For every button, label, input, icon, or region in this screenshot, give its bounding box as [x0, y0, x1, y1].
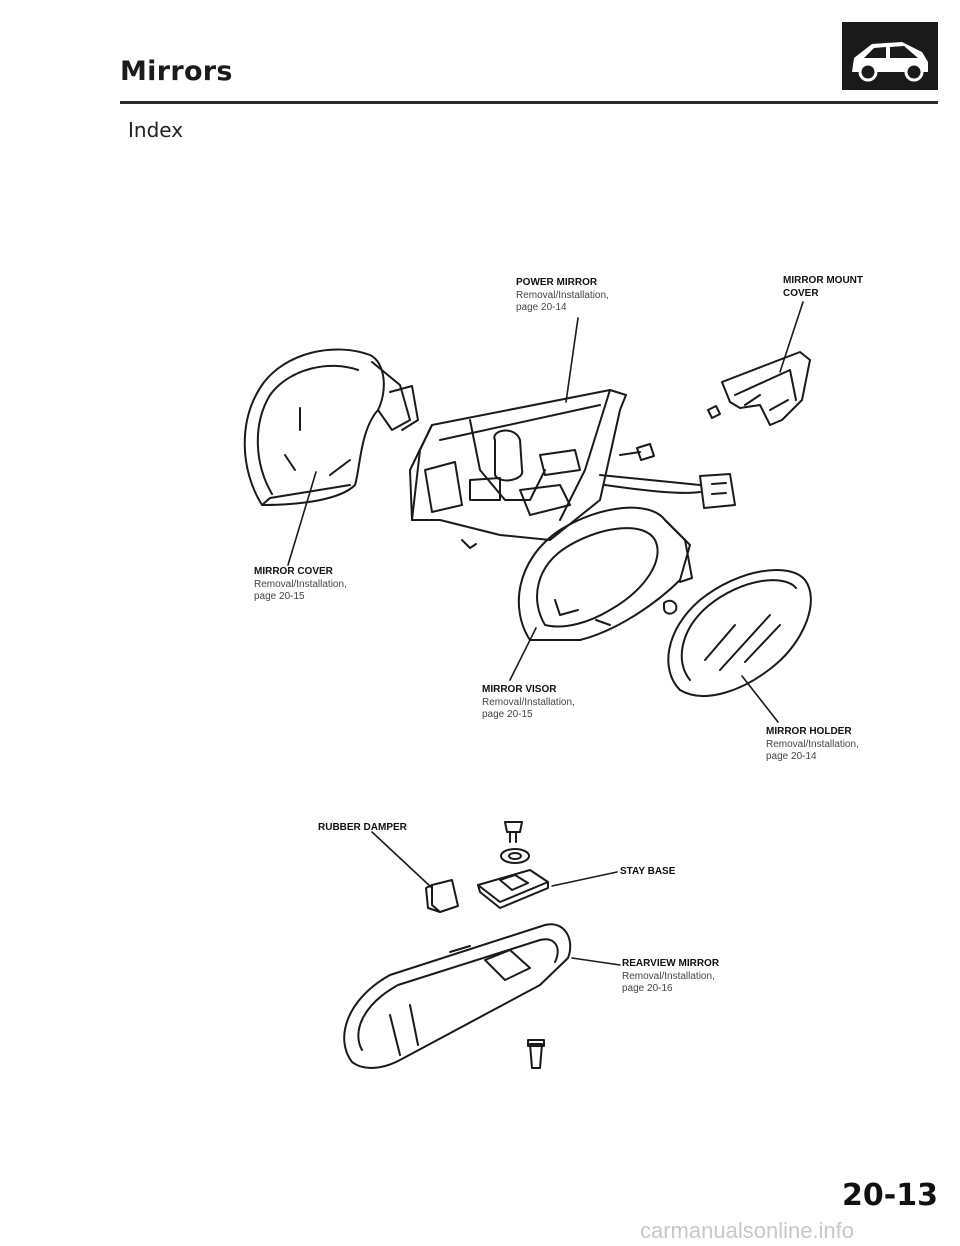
callout-rubber-damper: RUBBER DAMPER: [318, 822, 407, 835]
watermark-text: carmanualsonline.info: [640, 1218, 855, 1243]
page-title: Mirrors: [120, 56, 233, 87]
power-mirror-part: [409, 389, 736, 549]
callout-name: POWER MIRROR: [516, 277, 598, 288]
callout-line: Removal/Installation,: [254, 578, 347, 590]
callout-line: Removal/Installation,: [516, 289, 609, 301]
callout-rearview-mirror: REARVIEW MIRROR Removal/Installation, pa…: [622, 958, 719, 996]
mirror-visor-part: [517, 506, 693, 641]
callout-line: Removal/Installation,: [622, 970, 715, 982]
callout-stay-base: STAY BASE: [620, 866, 675, 879]
stay-base-part: [477, 821, 549, 909]
mirror-holder-part: [667, 569, 812, 697]
callout-name: MIRROR HOLDER: [766, 726, 852, 737]
callout-name: MIRROR COVER: [254, 566, 333, 577]
callout-name: MIRROR MOUNT: [783, 275, 863, 286]
leader-lines: [287, 301, 804, 966]
car-icon: [842, 22, 938, 90]
callout-page-ref: page 20-14: [516, 302, 567, 313]
callout-name: MIRROR VISOR: [482, 684, 557, 695]
callout-page-ref: page 20-15: [254, 591, 305, 602]
callout-line: Removal/Installation,: [766, 738, 859, 750]
callout-name: STAY BASE: [620, 866, 676, 877]
section-subtitle: Index: [128, 118, 184, 142]
callout-line: Removal/Installation,: [482, 696, 575, 708]
mirror-mount-cover-part: [707, 351, 811, 426]
callout-name: RUBBER DAMPER: [318, 822, 407, 833]
callout-mirror-visor: MIRROR VISOR Removal/Installation, page …: [482, 684, 575, 722]
callout-power-mirror: POWER MIRROR Removal/Installation, page …: [516, 277, 609, 315]
callout-mirror-mount-cover: MIRROR MOUNT COVER: [783, 275, 863, 300]
header-rule: [120, 101, 938, 104]
callout-page-ref: page 20-16: [622, 983, 673, 994]
mirror-cover-part: [243, 348, 419, 506]
page-number: 20-13: [842, 1178, 938, 1213]
callout-name: REARVIEW MIRROR: [622, 958, 720, 969]
callout-mirror-holder: MIRROR HOLDER Removal/Installation, page…: [766, 726, 859, 764]
callout-mirror-cover: MIRROR COVER Removal/Installation, page …: [254, 566, 347, 604]
callout-page-ref: page 20-15: [482, 709, 533, 720]
rearview-mirror-part: [343, 923, 572, 1069]
callout-line: COVER: [783, 287, 819, 299]
callout-page-ref: page 20-14: [766, 751, 817, 762]
rubber-damper-part: [425, 879, 459, 913]
